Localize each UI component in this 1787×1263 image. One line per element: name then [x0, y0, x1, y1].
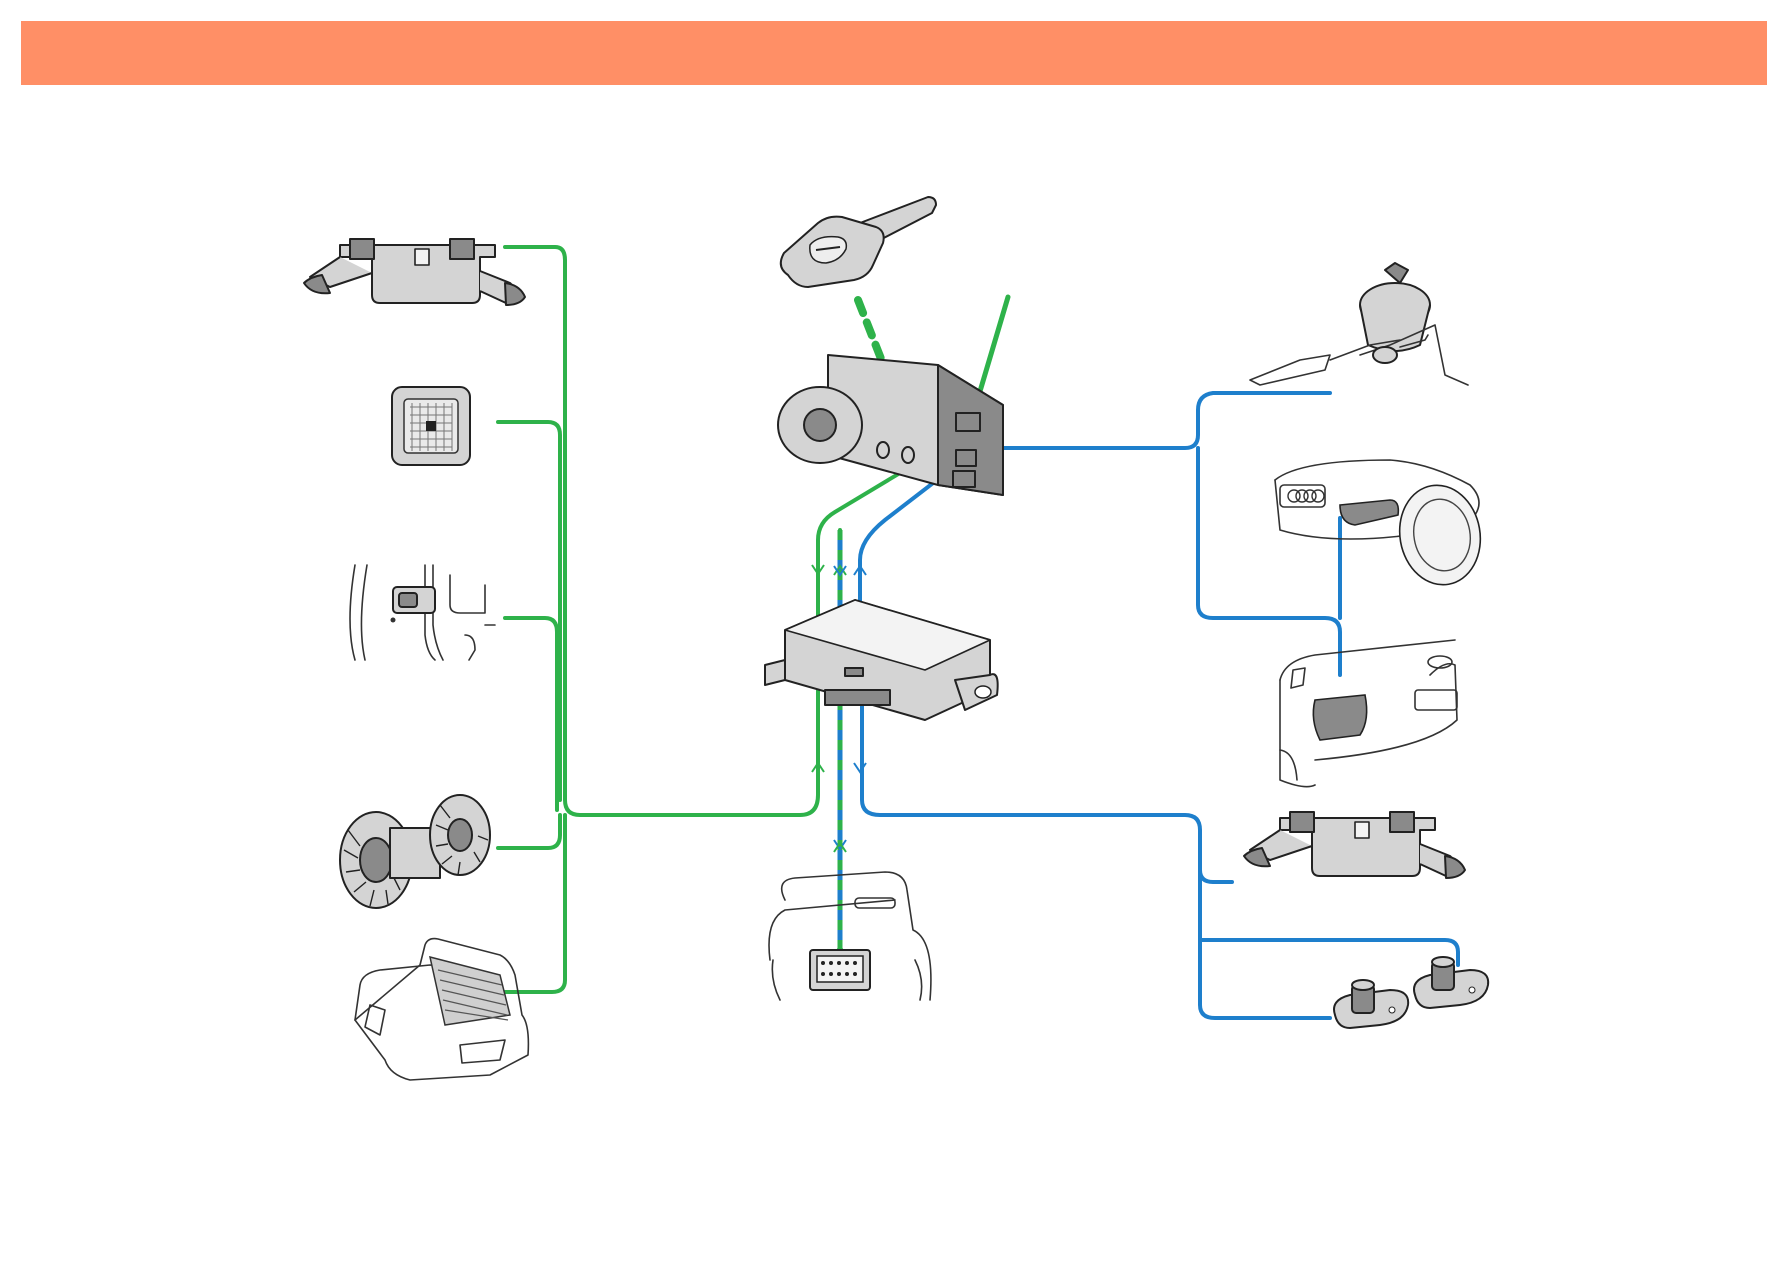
rear-window-car-icon [354, 937, 530, 1081]
front-headlight-car-icon [1274, 459, 1482, 586]
door-lock-switch-icon [349, 564, 496, 661]
central-locking-actuator-icon [1249, 262, 1469, 386]
green-bus-lines [496, 245, 1011, 994]
door-pin-switch-icon [1333, 956, 1490, 1029]
blower-motor-icon [339, 794, 491, 909]
header-bar [21, 21, 1767, 85]
blue-bus-lines [858, 391, 1460, 1020]
alarm-button-icon [391, 386, 471, 466]
rear-taillight-car-icon [1279, 639, 1458, 788]
light-switch-right-icon [1243, 811, 1466, 879]
steering-lock-control-unit-icon [777, 354, 1004, 496]
obd-diagnostic-connector-icon [768, 871, 932, 1001]
central-control-unit-icon [764, 599, 999, 721]
remote-key-icon [779, 196, 937, 288]
light-switch-icon [303, 238, 526, 306]
